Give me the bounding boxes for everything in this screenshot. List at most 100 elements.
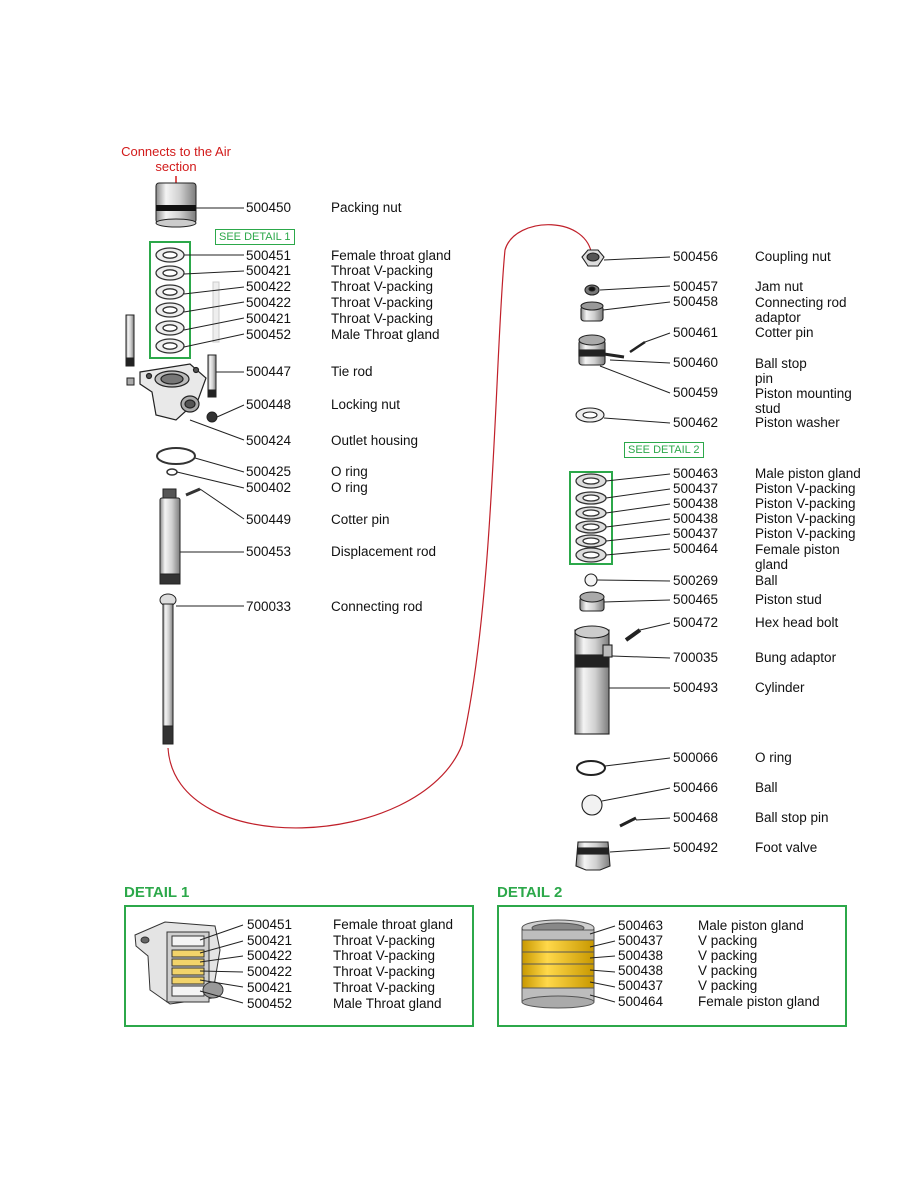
part-name: V packing — [698, 963, 758, 978]
part-number: 500492 — [673, 840, 719, 855]
part-number: 500451 — [246, 248, 292, 263]
part-name: Piston V-packing — [755, 511, 856, 526]
part-number: 500447 — [246, 364, 292, 379]
detail-2-box — [497, 905, 847, 1027]
part-name: Connecting rod — [331, 599, 423, 614]
part-number: 500438 — [618, 948, 664, 963]
see-detail-2-tag: SEE DETAIL 2 — [624, 442, 704, 458]
part-name: Bung adaptor — [755, 650, 837, 665]
part-name: Outlet housing — [331, 433, 419, 448]
part-name: Ball stop pin — [755, 810, 829, 825]
detail-1-leader-lines — [199, 924, 244, 1004]
left-leader-lines — [176, 207, 245, 607]
part-number: 500456 — [673, 249, 719, 264]
part-number: 500463 — [673, 466, 719, 481]
part-number: 500457 — [673, 279, 719, 294]
part-name: Male Throat gland — [333, 996, 442, 1011]
right-parts-drawing — [575, 249, 646, 423]
part-number: 500464 — [673, 541, 719, 556]
detail-2-leader-lines — [589, 925, 616, 1003]
connecting-rod-drawing — [159, 593, 177, 745]
part-name: Throat V-packing — [331, 295, 434, 310]
part-name: Throat V-packing — [331, 279, 434, 294]
detail-1-box — [124, 905, 474, 1027]
part-name: V packing — [698, 933, 758, 948]
part-name: Ball — [755, 780, 778, 795]
part-number: 500448 — [246, 397, 292, 412]
part-name: Cylinder — [755, 680, 805, 695]
part-number: 500422 — [246, 295, 292, 310]
part-name: Hex head bolt — [755, 615, 839, 630]
part-number: 500437 — [618, 933, 664, 948]
part-number: 500450 — [246, 200, 292, 215]
part-name: Piston stud — [755, 592, 822, 607]
see-detail-1-tag: SEE DETAIL 1 — [215, 229, 295, 245]
part-number: 500437 — [618, 978, 664, 993]
part-name: Throat V-packing — [331, 263, 434, 278]
part-number: 500451 — [247, 917, 293, 932]
part-name: V packing — [698, 948, 758, 963]
part-number: 500421 — [247, 933, 293, 948]
part-number: 500422 — [247, 964, 293, 979]
part-name: Throat V-packing — [333, 948, 436, 963]
part-number: 500421 — [246, 263, 292, 278]
part-name: Ball — [755, 573, 778, 588]
part-number: 500462 — [673, 415, 719, 430]
part-number: 500460 — [673, 355, 719, 370]
part-number: 500463 — [618, 918, 664, 933]
part-number: 500421 — [246, 311, 292, 326]
part-name: Cotter pin — [755, 325, 814, 340]
o-ring-small-drawing — [166, 468, 178, 476]
part-number: 500422 — [246, 279, 292, 294]
right-leader-lines — [596, 256, 671, 853]
part-number: 500424 — [246, 433, 292, 448]
part-number: 500422 — [247, 948, 293, 963]
detail-2-stack-box — [569, 471, 613, 565]
right-lower-parts-drawing — [574, 573, 642, 871]
part-number: 500269 — [673, 573, 719, 588]
outlet-housing-drawing — [139, 363, 207, 421]
part-number: 500425 — [246, 464, 292, 479]
part-number: 500465 — [673, 592, 719, 607]
part-name: O ring — [755, 750, 792, 765]
part-number: 500493 — [673, 680, 719, 695]
part-number: 500452 — [246, 327, 292, 342]
part-name: Foot valve — [755, 840, 818, 855]
part-name: Piston V-packing — [755, 526, 856, 541]
detail-2-title: DETAIL 2 — [497, 884, 563, 901]
part-number: 500466 — [673, 780, 719, 795]
part-number: 700033 — [246, 599, 292, 614]
part-number: 500066 — [673, 750, 719, 765]
part-number: 500402 — [246, 480, 292, 495]
part-number: 500421 — [247, 980, 293, 995]
throat-rings-drawing — [155, 247, 185, 354]
detail-1-stack-box — [149, 241, 191, 359]
detail-1-title: DETAIL 1 — [124, 884, 190, 901]
part-name: Piston V-packing — [755, 481, 856, 496]
part-number: 500458 — [673, 294, 719, 309]
part-number: 500468 — [673, 810, 719, 825]
part-name: Tie rod — [331, 364, 373, 379]
part-name: Female throat gland — [333, 917, 454, 932]
part-name: Female piston gland — [698, 994, 820, 1009]
part-name: Ball stop pin — [755, 356, 807, 386]
part-name: V packing — [698, 978, 758, 993]
part-name: O ring — [331, 480, 368, 495]
part-name: Piston V-packing — [755, 496, 856, 511]
part-number: 500438 — [673, 496, 719, 511]
part-number: 500464 — [618, 994, 664, 1009]
part-name: Female piston gland — [755, 542, 840, 572]
part-number: 500437 — [673, 481, 719, 496]
part-name: Displacement rod — [331, 544, 437, 559]
displacement-rod-drawing — [159, 488, 181, 585]
part-number: 500453 — [246, 544, 292, 559]
part-number: 500472 — [673, 615, 719, 630]
part-name: Male Throat gland — [331, 327, 440, 342]
tie-rods-drawing — [125, 314, 218, 423]
part-name: Coupling nut — [755, 249, 831, 264]
part-number: 500452 — [247, 996, 293, 1011]
part-name: Piston washer — [755, 415, 840, 430]
packing-nut-drawing — [155, 182, 197, 228]
part-name: O ring — [331, 464, 368, 479]
